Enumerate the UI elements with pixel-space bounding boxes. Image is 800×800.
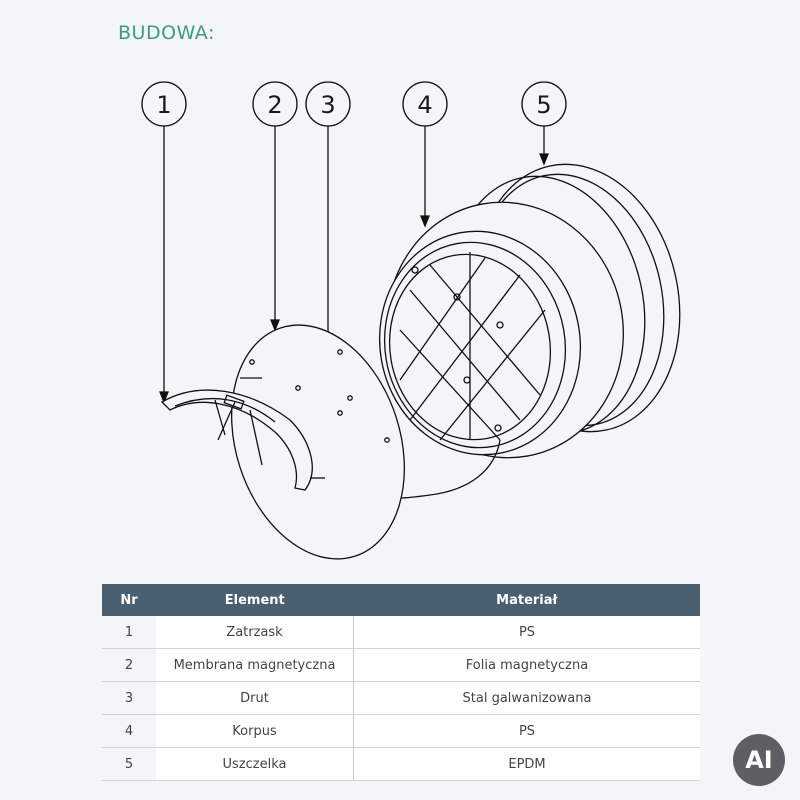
table-row: 1 Zatrzask PS [102,616,700,649]
parts-table: Nr Element Materiał 1 Zatrzask PS 2 Memb… [102,584,700,781]
section-title: BUDOWA: [118,22,215,44]
ai-badge: AI [733,734,785,786]
cell-material: Stal galwanizowana [353,681,700,715]
callout-5 [521,81,567,166]
cell-nr: 5 [102,747,156,781]
header-nr: Nr [102,584,156,616]
callout-label-1: 1 [156,91,171,119]
cell-material: PS [353,714,700,748]
table-header-row: Nr Element Materiał [102,584,700,616]
exploded-diagram: 1 2 3 4 5 [141,81,681,560]
latch [160,377,325,491]
callout-label-2: 2 [267,91,282,119]
cell-material: EPDM [353,747,700,781]
cell-nr: 3 [102,681,156,715]
callout-1 [141,81,187,404]
magnetic-membrane [230,324,406,560]
header-material: Materiał [353,584,700,616]
cell-element: Drut [156,681,354,715]
callout-label-3: 3 [320,91,335,119]
cell-nr: 4 [102,714,156,748]
cell-element: Zatrzask [156,616,354,649]
cell-nr: 2 [102,648,156,682]
table-row: 4 Korpus PS [102,714,700,748]
body-housing [378,201,624,459]
table-row: 3 Drut Stal galwanizowana [102,681,700,715]
header-element: Element [156,584,354,616]
cell-element: Uszczelka [156,747,354,781]
cell-material: Folia magnetyczna [353,648,700,682]
callout-3 [305,81,351,330]
cell-element: Membrana magnetyczna [156,648,354,682]
cell-material: PS [353,616,700,649]
callout-4 [402,81,448,228]
callout-2 [252,81,298,332]
table-row: 5 Uszczelka EPDM [102,747,700,781]
cell-nr: 1 [102,616,156,649]
cell-element: Korpus [156,714,354,748]
table-row: 2 Membrana magnetyczna Folia magnetyczna [102,648,700,682]
callout-labels: 1 2 3 4 5 [156,91,551,119]
callout-label-4: 4 [417,91,432,119]
callout-label-5: 5 [536,91,551,119]
